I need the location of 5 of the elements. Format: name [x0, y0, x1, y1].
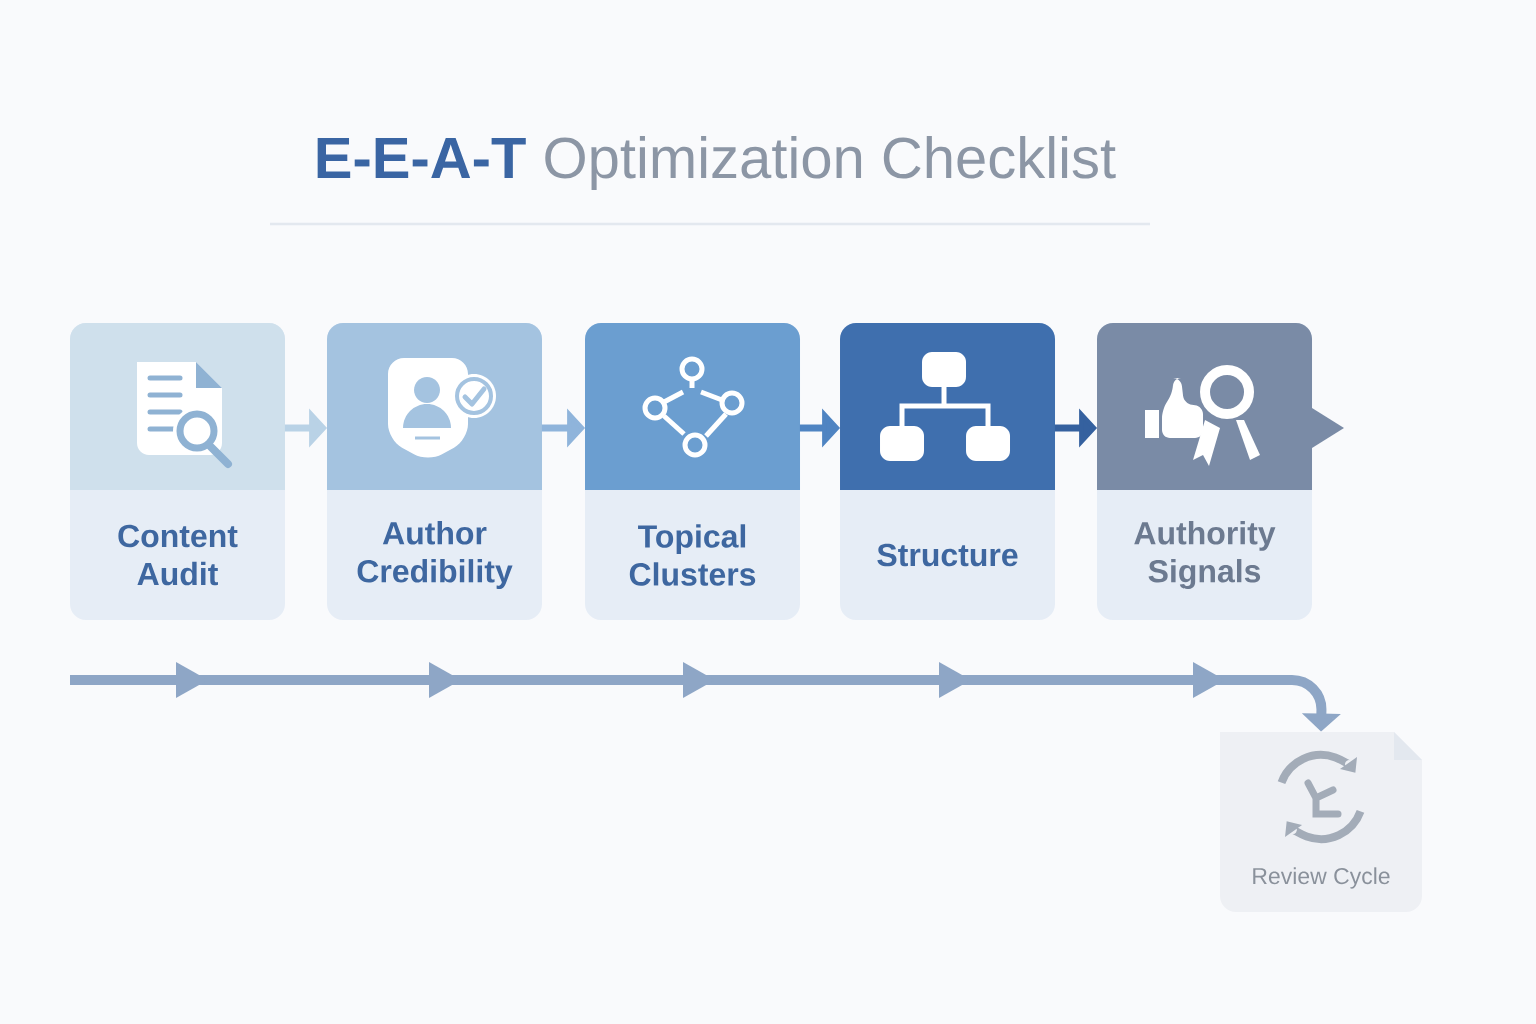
step-card: Authority Signals: [1097, 323, 1344, 620]
step-card: Topical Clusters: [585, 323, 800, 620]
step-card: Structure: [840, 323, 1055, 620]
title: E-E-A-T Optimization Checklist: [317, 135, 1116, 191]
review-card: Review Cycle: [1220, 732, 1422, 912]
